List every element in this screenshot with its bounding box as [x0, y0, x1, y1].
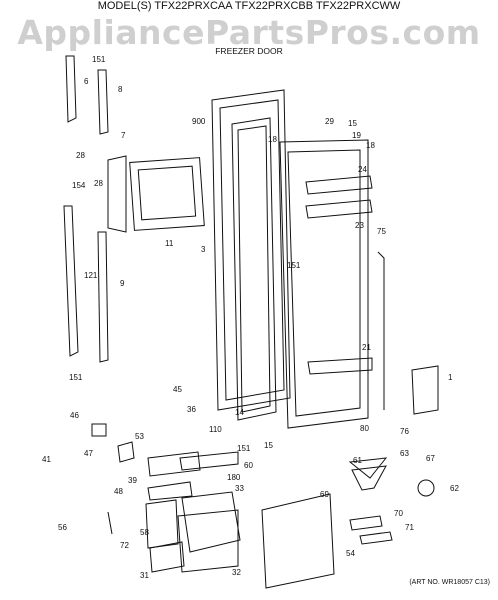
- part-61-chute: [348, 457, 388, 479]
- frame-11-inner: [137, 165, 197, 221]
- callout-72: 72: [120, 541, 129, 550]
- callout-32: 32: [232, 568, 241, 577]
- callout-15: 15: [348, 119, 357, 128]
- callout-33: 33: [235, 484, 244, 493]
- door-outer-900-inner: [219, 99, 285, 401]
- shelf-23: [305, 199, 373, 219]
- gasket-14: [231, 117, 277, 421]
- door-liner: [279, 139, 369, 429]
- callout-41: 41: [42, 455, 51, 464]
- callout-19: 19: [352, 131, 361, 140]
- part-71: [359, 531, 393, 545]
- callout-62: 62: [450, 484, 459, 493]
- panel-1: [411, 365, 439, 415]
- part-58: [145, 499, 179, 549]
- callout-48: 48: [114, 487, 123, 496]
- callout-75: 75: [377, 227, 386, 236]
- callout-180: 180: [227, 473, 241, 482]
- bracket-7: [107, 155, 127, 233]
- part-70: [349, 515, 383, 531]
- callout-9: 9: [120, 279, 125, 288]
- callout-154: 154: [72, 181, 86, 190]
- watermark: AppliancePartsPros.com: [17, 13, 481, 52]
- door-outer-900: [211, 89, 291, 411]
- part-31: [149, 541, 185, 573]
- callout-63: 63: [400, 449, 409, 458]
- callout-14: 14: [235, 408, 244, 417]
- gasket-14-inner: [237, 125, 271, 413]
- trim-strip-121: [63, 205, 79, 357]
- callout-47: 47: [84, 449, 93, 458]
- callout-46: 46: [70, 411, 79, 420]
- callout-61: 61: [353, 456, 362, 465]
- callout-23: 23: [355, 221, 364, 230]
- part-32-housing: [177, 509, 239, 573]
- callout-36: 36: [187, 405, 196, 414]
- part-69-chute: [351, 465, 387, 491]
- callout-39: 39: [128, 476, 137, 485]
- callout-60: 60: [244, 461, 253, 470]
- callout-151: 151: [237, 444, 251, 453]
- part-53: [147, 451, 201, 477]
- part-47: [117, 441, 135, 463]
- part-54: [261, 493, 335, 589]
- callout-3: 3: [201, 245, 206, 254]
- callout-58: 58: [140, 528, 149, 537]
- part-46: [91, 423, 107, 437]
- callout-151: 151: [287, 261, 301, 270]
- callout-56: 56: [58, 523, 67, 532]
- shelf-24: [305, 175, 373, 195]
- callout-45: 45: [173, 385, 182, 394]
- callout-31: 31: [140, 571, 149, 580]
- callout-7: 7: [121, 131, 126, 140]
- rod-75: [377, 251, 385, 410]
- callout-80: 80: [360, 424, 369, 433]
- callout-69: 69: [320, 490, 329, 499]
- callout-76: 76: [400, 427, 409, 436]
- callout-28: 28: [76, 151, 85, 160]
- callout-70: 70: [394, 509, 403, 518]
- art-number: (ART NO. WR18057 C13): [409, 579, 490, 586]
- callout-18: 18: [366, 141, 375, 150]
- callout-71: 71: [405, 523, 414, 532]
- callout-54: 54: [346, 549, 355, 558]
- section-title: FREEZER DOOR: [215, 46, 283, 56]
- part-60: [179, 451, 239, 471]
- callout-900: 900: [192, 117, 206, 126]
- callout-151: 151: [69, 373, 83, 382]
- part-39: [147, 481, 193, 501]
- callout-151: 151: [92, 55, 106, 64]
- ring-62: [417, 479, 435, 497]
- shelf-21: [307, 357, 373, 375]
- callout-6: 6: [84, 77, 89, 86]
- part-56: [107, 511, 113, 535]
- callout-29: 29: [325, 117, 334, 126]
- callout-24: 24: [358, 165, 367, 174]
- callout-1: 1: [448, 373, 453, 382]
- trim-strip-9: [97, 231, 109, 363]
- callout-53: 53: [135, 432, 144, 441]
- callout-67: 67: [426, 454, 435, 463]
- callout-15: 15: [264, 441, 273, 450]
- model-header: MODEL(S) TFX22PRXCAA TFX22PRXCBB TFX22PR…: [97, 0, 401, 12]
- callout-18: 18: [268, 135, 277, 144]
- trim-strip-6: [65, 55, 77, 123]
- callout-110: 110: [209, 425, 222, 434]
- callout-121: 121: [84, 271, 98, 280]
- trim-strip-8: [97, 69, 109, 135]
- callout-11: 11: [165, 239, 174, 248]
- part-33-housing: [181, 491, 241, 553]
- callout-28: 28: [94, 179, 103, 188]
- callout-8: 8: [118, 85, 123, 94]
- callout-21: 21: [362, 343, 371, 352]
- frame-11: [129, 157, 205, 231]
- door-liner-inner: [287, 149, 361, 417]
